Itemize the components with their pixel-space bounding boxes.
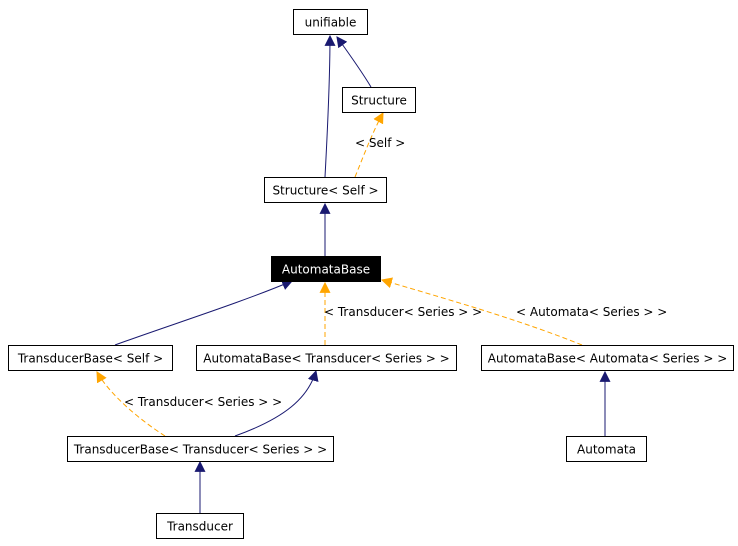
node-box xyxy=(156,513,244,539)
edge-transducer_base_transducer-to-automata_base_transducer xyxy=(234,369,319,437)
edge-transducer_base_transducer-to-transducer_base_self xyxy=(96,371,166,437)
node-automata[interactable]: Automata xyxy=(566,436,647,462)
node-label: TransducerBase< Self > xyxy=(17,352,163,366)
node-automata-base[interactable]: AutomataBase xyxy=(271,256,381,282)
node-label: AutomataBase< Automata< Series > > xyxy=(488,352,728,366)
node-box xyxy=(196,345,457,371)
edge-structure_self-to-unifiable xyxy=(324,34,336,178)
node-transducer-base-self[interactable]: TransducerBase< Self > xyxy=(8,345,173,371)
node-transducer[interactable]: Transducer xyxy=(156,513,244,539)
edge-transducer_base_self-to-automata_base xyxy=(114,279,294,346)
node-box xyxy=(67,436,334,462)
node-unifiable[interactable]: unifiable xyxy=(293,9,368,35)
node-automata-base-automata[interactable]: AutomataBase< Automata< Series > > xyxy=(481,345,734,371)
node-structure-self[interactable]: Structure< Self > xyxy=(264,177,387,203)
node-label: Structure< Self > xyxy=(272,184,378,198)
edge-labels-layer: < Self > < Transducer< Series > > < Automa… xyxy=(124,136,667,409)
node-label: Structure xyxy=(351,94,407,108)
edge-label-e8: < Transducer< Series > > xyxy=(124,395,282,409)
edge-label-e7: < Automata< Series > > xyxy=(516,305,667,319)
edge-label-e6: < Transducer< Series > > xyxy=(324,305,482,319)
edges-layer xyxy=(96,34,611,513)
node-box xyxy=(481,345,734,371)
node-box xyxy=(271,256,381,282)
node-label: Automata xyxy=(577,443,636,457)
node-box xyxy=(293,9,368,35)
node-label: AutomataBase< Transducer< Series > > xyxy=(203,352,449,366)
node-transducer-base-transducer[interactable]: TransducerBase< Transducer< Series > > xyxy=(67,436,334,462)
node-label: unifiable xyxy=(305,16,357,30)
node-box xyxy=(8,345,173,371)
edge-automata_base_automata-to-automata_base xyxy=(380,277,583,346)
node-label: TransducerBase< Transducer< Series > > xyxy=(73,443,327,457)
node-box xyxy=(566,436,647,462)
edge-label-e3: < Self > xyxy=(355,136,405,150)
node-automata-base-transducer[interactable]: AutomataBase< Transducer< Series > > xyxy=(196,345,457,371)
node-box xyxy=(264,177,387,203)
node-label: AutomataBase xyxy=(282,263,370,277)
node-structure[interactable]: Structure xyxy=(342,87,416,113)
edge-structure_self-to-structure xyxy=(354,112,384,178)
node-box xyxy=(342,87,416,113)
edge-structure-to-unifiable xyxy=(336,36,372,88)
node-label: Transducer xyxy=(166,520,233,534)
